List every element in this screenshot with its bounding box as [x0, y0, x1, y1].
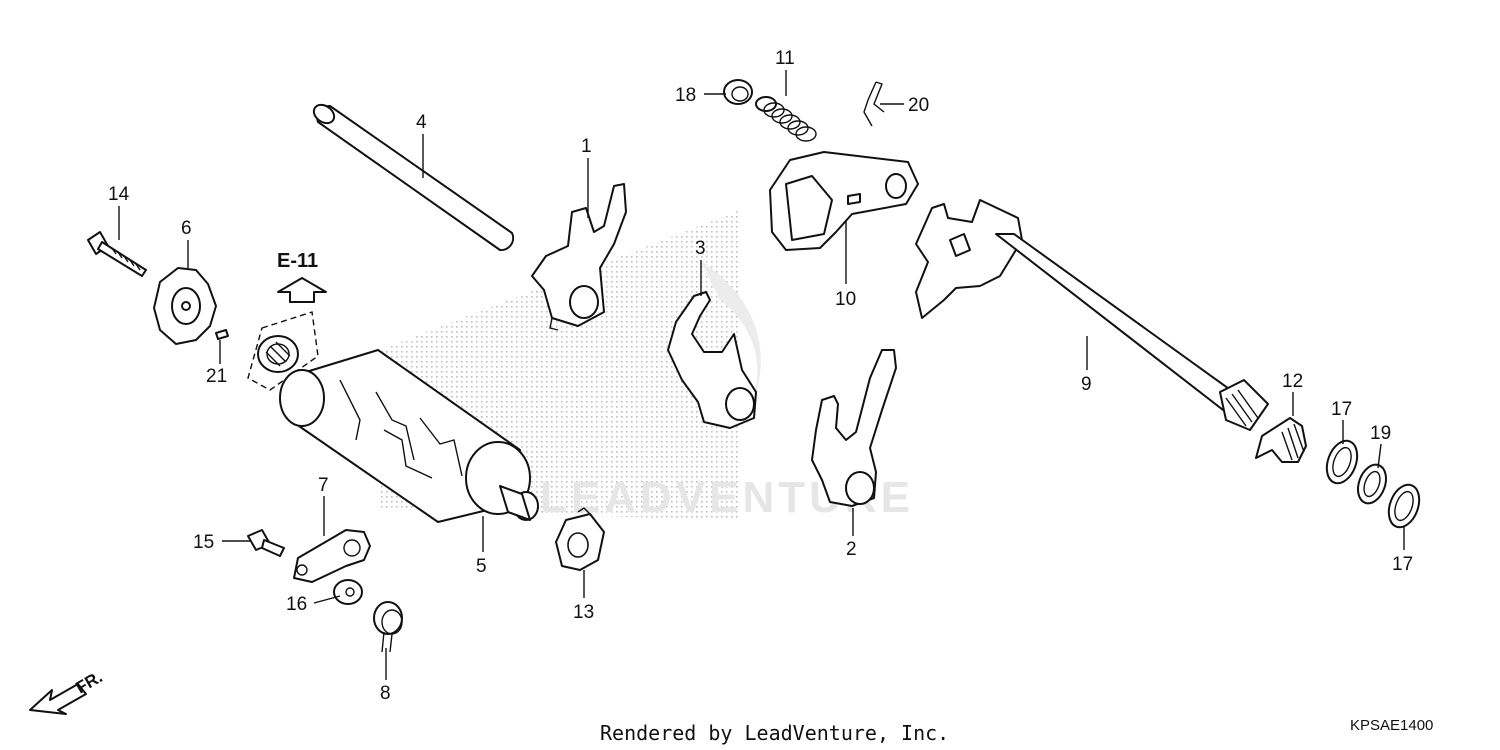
callout-13[interactable]: 13: [573, 602, 594, 623]
part-2-shift-fork[interactable]: [811, 349, 897, 507]
part-16-washer[interactable]: [333, 579, 363, 605]
callout-14[interactable]: 14: [108, 184, 130, 205]
callout-19[interactable]: 19: [1370, 423, 1391, 444]
part-3-shift-fork[interactable]: [667, 291, 757, 429]
callout-5[interactable]: 5: [476, 556, 487, 577]
callout-6[interactable]: 6: [181, 218, 192, 239]
callout-8[interactable]: 8: [380, 683, 391, 704]
callout-15[interactable]: 15: [193, 532, 214, 553]
reference-arrow-label: E-11: [277, 250, 318, 272]
part-20-pin-clip[interactable]: [863, 81, 885, 127]
part-12-return-spring[interactable]: [1255, 417, 1307, 463]
part-13-stopper-plate[interactable]: [555, 507, 605, 571]
part-15-bolt[interactable]: [247, 529, 285, 557]
part-17-washer-a[interactable]: [1321, 437, 1362, 488]
callout-10[interactable]: 10: [835, 289, 856, 310]
callout-20[interactable]: 20: [908, 95, 929, 116]
part-11-spring[interactable]: [755, 96, 817, 142]
callout-17b[interactable]: 17: [1392, 554, 1413, 575]
part-1-shift-fork[interactable]: [531, 183, 627, 331]
front-direction-indicator: FR.: [29, 667, 106, 715]
callouts: 1 2 3 4 5 6 7 8 9 10 11 12 13 14 15 16 1…: [108, 48, 1413, 704]
part-10-guide-plate[interactable]: [769, 151, 919, 251]
callout-12[interactable]: 12: [1282, 371, 1303, 392]
part-14-bolt[interactable]: [87, 231, 147, 277]
callout-7[interactable]: 7: [318, 475, 329, 496]
callout-17a[interactable]: 17: [1331, 399, 1352, 420]
part-5-shift-drum[interactable]: [279, 349, 539, 523]
callout-3[interactable]: 3: [695, 238, 706, 259]
part-8-spring[interactable]: [373, 601, 403, 653]
part-7-stopper-arm[interactable]: [293, 529, 371, 583]
part-4-fork-shaft[interactable]: [310, 101, 515, 252]
part-9-gearshift-spindle[interactable]: [915, 199, 1269, 431]
reference-arrow: [277, 277, 327, 303]
part-17-washer-b[interactable]: [1383, 481, 1424, 532]
callout-21[interactable]: 21: [206, 366, 227, 387]
part-19-circlip[interactable]: [1353, 461, 1391, 507]
callout-2[interactable]: 2: [846, 539, 857, 560]
reference-e11-group[interactable]: E-11: [247, 250, 327, 391]
callout-16[interactable]: 16: [286, 594, 307, 615]
part-18-clip[interactable]: [723, 79, 753, 105]
diagram-code: KPSAE1400: [1350, 717, 1433, 734]
callout-18[interactable]: 18: [675, 85, 696, 106]
part-21-pin[interactable]: [215, 329, 229, 340]
part-6-stopper-plate[interactable]: [153, 267, 217, 345]
callout-11[interactable]: 11: [775, 48, 795, 69]
callout-1[interactable]: 1: [581, 136, 592, 157]
leader-lines: [118, 70, 1405, 680]
rendered-by-credit: Rendered by LeadVenture, Inc.: [600, 721, 949, 745]
callout-4[interactable]: 4: [416, 112, 427, 133]
callout-9[interactable]: 9: [1081, 374, 1092, 395]
